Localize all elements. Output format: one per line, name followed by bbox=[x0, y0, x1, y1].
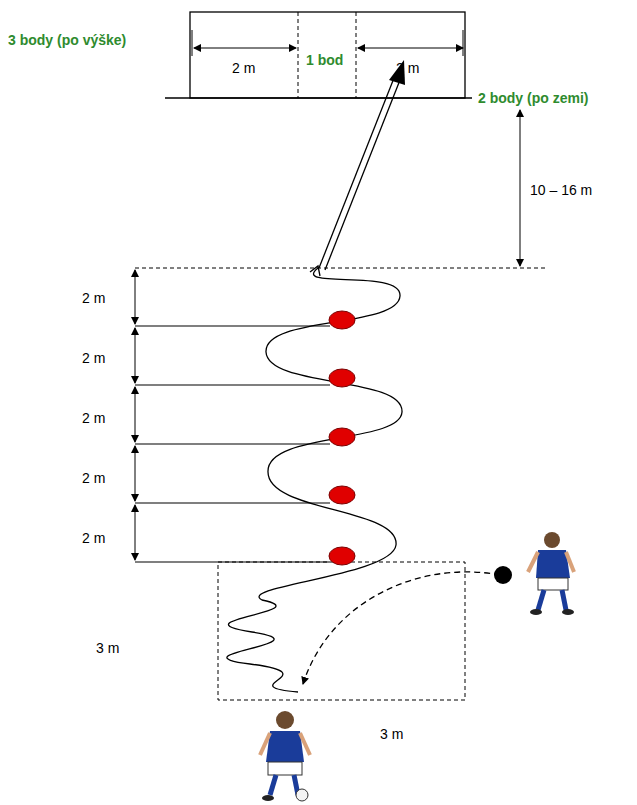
shot-line bbox=[325, 80, 400, 270]
start-square bbox=[218, 562, 465, 700]
dribble-path bbox=[227, 268, 402, 692]
ball bbox=[494, 566, 512, 584]
shot-line bbox=[319, 78, 394, 268]
dimension-arrow bbox=[135, 328, 136, 383]
dimension-arrow bbox=[358, 48, 463, 49]
dimension-arrow bbox=[520, 110, 521, 266]
dimension-label: 2 m bbox=[396, 60, 419, 76]
dimension-arrow bbox=[135, 505, 136, 560]
start-line bbox=[135, 268, 545, 269]
dimension-label: 10 – 16 m bbox=[530, 182, 592, 198]
dimension-label: 3 m bbox=[96, 640, 119, 656]
dimension-label: 2 m bbox=[82, 470, 105, 486]
pass-path bbox=[303, 572, 500, 684]
tick bbox=[192, 30, 193, 56]
goal-divider bbox=[298, 12, 299, 98]
score-label: 2 body (po zemi) bbox=[478, 90, 588, 106]
dimension-label: 2 m bbox=[82, 290, 105, 306]
dimension-label: 2 m bbox=[82, 530, 105, 546]
dimension-arrow bbox=[135, 446, 136, 501]
goal-line bbox=[165, 97, 472, 98]
goal-divider bbox=[356, 12, 357, 98]
dimension-label: 2 m bbox=[82, 350, 105, 366]
dimension-label: 2 m bbox=[82, 410, 105, 426]
player bbox=[260, 711, 310, 801]
dimension-label: 3 m bbox=[380, 726, 403, 742]
score-label: 3 body (po výške) bbox=[8, 32, 126, 48]
cone-lines bbox=[135, 326, 330, 562]
dimension-arrow bbox=[135, 270, 136, 324]
tick bbox=[463, 30, 464, 56]
goal-outline bbox=[190, 12, 465, 98]
cones bbox=[329, 311, 355, 565]
dimension-arrow bbox=[135, 387, 136, 442]
dimension-arrow bbox=[194, 48, 296, 49]
dimension-label: 2 m bbox=[232, 60, 255, 76]
player bbox=[528, 532, 574, 615]
score-label: 1 bod bbox=[306, 52, 343, 68]
